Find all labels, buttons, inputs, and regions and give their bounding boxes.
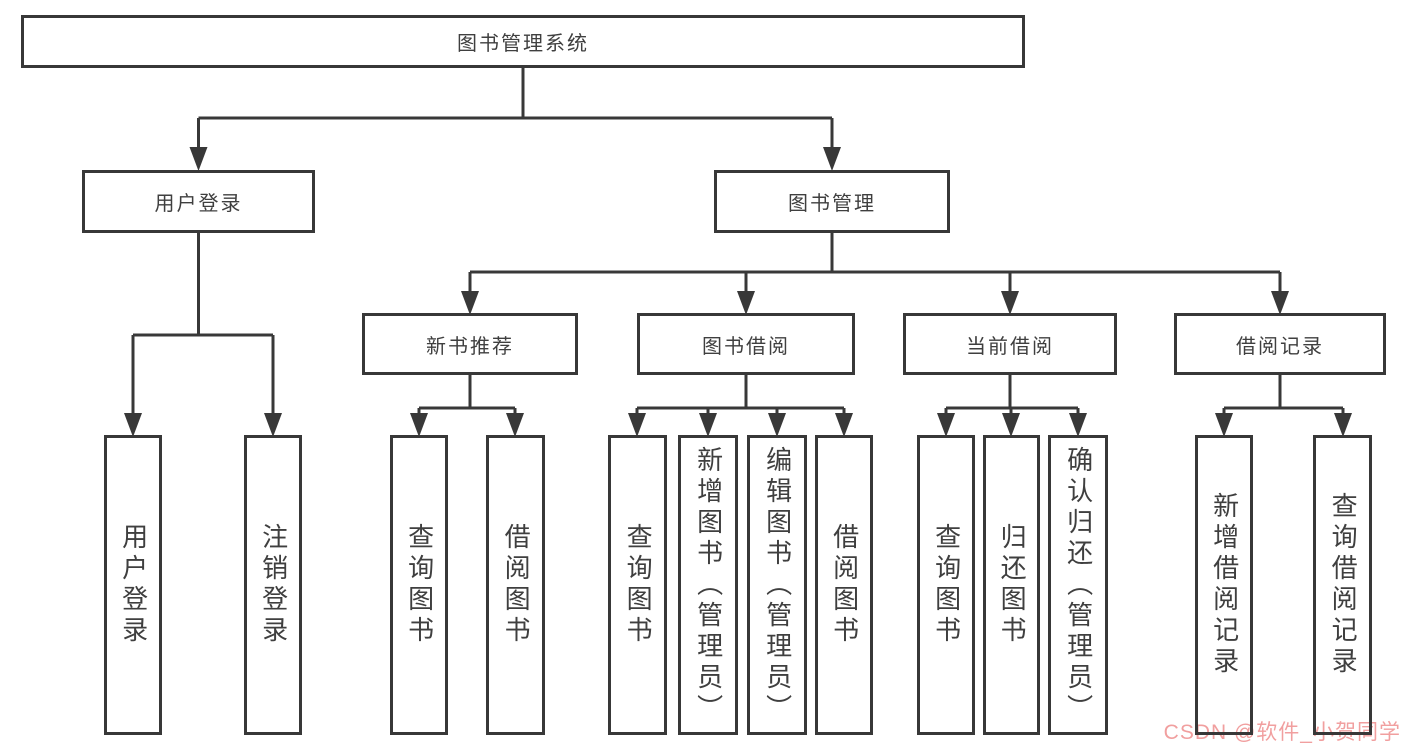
leaf-query-books-borrow-label: 查询图书 — [623, 523, 654, 647]
connector-newbook-to-leaves — [417, 375, 517, 415]
leaf-query-books-current-label: 查询图书 — [931, 523, 962, 647]
leaf-add-books-admin: 新增图书（管理员） — [678, 435, 738, 735]
arrowheads — [124, 147, 1352, 437]
node-new-book-recommend: 新书推荐 — [362, 313, 578, 375]
leaf-query-books-recommend-label: 查询图书 — [404, 523, 435, 647]
node-borrowing-records: 借阅记录 — [1174, 313, 1386, 375]
leaf-confirm-return-admin-label: 确认归还（管理员） — [1063, 445, 1094, 725]
leaf-query-books-recommend: 查询图书 — [390, 435, 448, 735]
connector-records-to-leaves — [1222, 375, 1345, 415]
connector-root-to-level2 — [197, 68, 834, 149]
leaf-borrow-books-borrow: 借阅图书 — [815, 435, 873, 735]
leaf-return-books-label: 归还图书 — [997, 523, 1028, 647]
node-user-login: 用户登录 — [82, 170, 315, 233]
leaf-query-borrow-record: 查询借阅记录 — [1313, 435, 1372, 735]
leaf-confirm-return-admin: 确认归还（管理员） — [1048, 435, 1108, 735]
leaf-return-books: 归还图书 — [983, 435, 1040, 735]
connector-bookborrow-to-leaves — [635, 375, 846, 415]
leaf-borrow-books-recommend: 借阅图书 — [486, 435, 545, 735]
leaf-add-borrow-record: 新增借阅记录 — [1195, 435, 1253, 735]
leaf-query-books-borrow: 查询图书 — [608, 435, 667, 735]
node-book-management: 图书管理 — [714, 170, 950, 233]
connector-userlogin-to-leaves — [131, 233, 275, 415]
leaf-logout: 注销登录 — [244, 435, 302, 735]
node-root: 图书管理系统 — [21, 15, 1025, 68]
node-book-borrowing: 图书借阅 — [637, 313, 855, 375]
leaf-borrow-books-borrow-label: 借阅图书 — [829, 523, 860, 647]
leaf-user-login: 用户登录 — [104, 435, 162, 735]
leaf-edit-books-admin: 编辑图书（管理员） — [747, 435, 807, 735]
connector-currentborrow-to-leaves — [944, 375, 1080, 415]
leaf-query-borrow-record-label: 查询借阅记录 — [1328, 492, 1359, 678]
leaf-add-books-admin-label: 新增图书（管理员） — [693, 445, 724, 725]
leaf-logout-label: 注销登录 — [258, 523, 289, 647]
leaf-borrow-books-recommend-label: 借阅图书 — [501, 523, 532, 647]
leaf-user-login-label: 用户登录 — [118, 523, 149, 647]
leaf-edit-books-admin-label: 编辑图书（管理员） — [762, 445, 793, 725]
leaf-add-borrow-record-label: 新增借阅记录 — [1209, 492, 1240, 678]
leaf-query-books-current: 查询图书 — [917, 435, 975, 735]
node-current-borrowing: 当前借阅 — [903, 313, 1117, 375]
connector-bookmgmt-to-level3 — [468, 233, 1282, 293]
csdn-watermark: CSDN @软件_小贺同学 — [1163, 721, 1401, 744]
